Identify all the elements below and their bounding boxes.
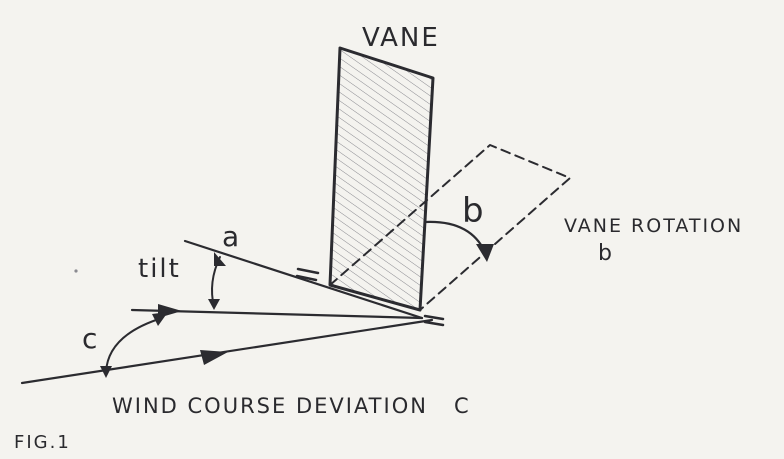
vane-label: VANE xyxy=(362,23,440,53)
stray-dot xyxy=(74,269,78,273)
tilt-axis-line xyxy=(183,239,424,320)
c-angle-arc xyxy=(105,317,163,373)
vane-rotation-b-label: b xyxy=(598,241,614,266)
tilt-arrow-up xyxy=(214,252,226,266)
rotated-vane-outline xyxy=(329,144,571,311)
b-label: b xyxy=(462,191,486,231)
c-arrow-bottom xyxy=(100,366,112,378)
tilt-label: tilt xyxy=(138,254,181,284)
c-label: c xyxy=(82,322,99,355)
b-rotation-arrow xyxy=(476,244,494,262)
wind-course-deviation-label: WIND COURSE DEVIATION C xyxy=(112,394,471,418)
tilt-arrow-down xyxy=(208,299,220,310)
c-arrow-top xyxy=(152,312,168,326)
tick-marks xyxy=(295,267,445,327)
wind-line-arrowhead xyxy=(200,350,228,365)
figure-number-label: FIG.1 xyxy=(14,432,71,453)
a-label: a xyxy=(222,220,241,253)
wind-course-line xyxy=(20,318,434,385)
vane-rotation-label: VANE ROTATION xyxy=(564,215,743,237)
